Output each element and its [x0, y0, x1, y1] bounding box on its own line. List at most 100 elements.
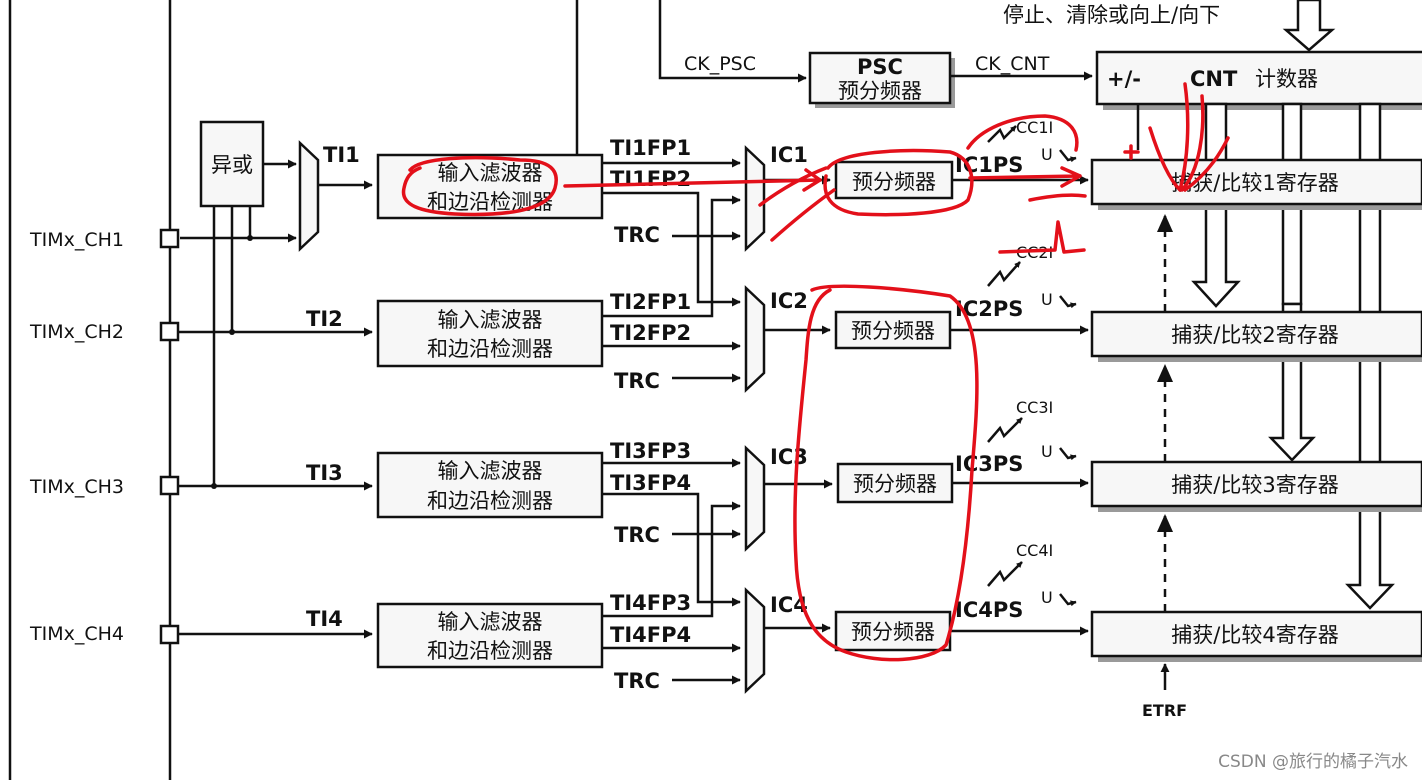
ti4fp3-label: TI4FP3	[610, 591, 691, 615]
prescaler-1: 预分频器	[834, 160, 954, 200]
annotation-big-circle-prescalers	[793, 284, 979, 662]
cc4i-label: CC4I	[1016, 541, 1053, 560]
cc2i-label: CC2I	[1016, 243, 1053, 262]
filter-3: 输入滤波器 和边沿检测器	[376, 451, 604, 519]
ic2-label: IC2	[770, 289, 808, 313]
ti2fp2-label: TI2FP2	[610, 321, 691, 345]
ccr-4: 捕获/比较4寄存器	[1090, 610, 1422, 662]
u1-label: U	[1041, 145, 1053, 164]
cnt-title: CNT	[1190, 67, 1238, 91]
ti2fp1-label: TI2FP1	[610, 290, 691, 314]
filter-2-line1: 输入滤波器	[438, 308, 543, 332]
annotation-circle-prescaler-1	[823, 148, 974, 217]
prescaler-4-label: 预分频器	[851, 620, 935, 644]
filter-1-line2: 和边沿检测器	[427, 190, 553, 214]
ti4fp4-label: TI4FP4	[610, 623, 691, 647]
pin-ch2-label: TIMx_CH2	[29, 321, 124, 343]
ic4ps-label: IC4PS	[955, 598, 1023, 622]
pin-ch2: TIMx_CH2	[29, 321, 180, 343]
prescaler-2: 预分频器	[834, 310, 952, 350]
ccr-1-label: 捕获/比较1寄存器	[1171, 171, 1338, 195]
ti1-label: TI1	[323, 143, 360, 167]
filter-4-line2: 和边沿检测器	[427, 639, 553, 663]
filter-3-line2: 和边沿检测器	[427, 489, 553, 513]
ccr-3: 捕获/比较3寄存器	[1090, 460, 1422, 512]
ti1-select-mux	[298, 140, 320, 252]
ti1fp2-wire	[602, 191, 741, 307]
ic1-label: IC1	[770, 143, 808, 167]
filter-2: 输入滤波器 和边沿检测器	[376, 299, 604, 368]
annotation-plus	[1123, 144, 1140, 160]
ic1-mux	[744, 145, 766, 252]
ck-cnt-label: CK_CNT	[975, 53, 1050, 75]
cnt-sign: +/-	[1107, 67, 1141, 91]
ccr-3-label: 捕获/比较3寄存器	[1171, 473, 1338, 497]
ccr-1: 捕获/比较1寄存器	[1090, 158, 1422, 210]
prescaler-2-label: 预分频器	[851, 319, 935, 343]
trc1-label: TRC	[614, 223, 660, 247]
ck-psc-wire	[658, 0, 807, 83]
u4-label: U	[1041, 588, 1053, 607]
ccr-4-label: 捕获/比较4寄存器	[1171, 623, 1338, 647]
annotation-circle-filter	[401, 155, 558, 217]
pin-ch1: TIMx_CH1	[29, 228, 180, 251]
ic3-label: IC3	[770, 445, 808, 469]
annotation-pulse	[998, 220, 1086, 254]
prescaler-3-label: 预分频器	[853, 472, 937, 496]
psc-sub: 预分频器	[838, 79, 922, 103]
ti4-label: TI4	[306, 607, 343, 631]
ti2fp1-wire	[602, 195, 741, 318]
prescaler-1-label: 预分频器	[852, 170, 936, 194]
u2-label: U	[1041, 290, 1053, 309]
cc1i-label: CC1I	[1016, 118, 1053, 137]
cnt-sub: 计数器	[1255, 67, 1318, 91]
ti3fp4-wire	[602, 492, 741, 607]
ic1ps-label: IC1PS	[955, 153, 1023, 177]
cnt-control-arrow	[1282, 0, 1336, 52]
red-annotations	[401, 82, 1230, 662]
cc3i-label: CC3I	[1016, 398, 1053, 417]
pin-ch3: TIMx_CH3	[29, 475, 180, 498]
watermark: CSDN @旅行的橘子汽水	[1218, 752, 1408, 772]
filter-2-line2: 和边沿检测器	[427, 337, 553, 361]
ccr-2: 捕获/比较2寄存器	[1090, 310, 1422, 362]
ti1fp2-label: TI1FP2	[610, 167, 691, 191]
ic3-mux	[744, 445, 766, 552]
ti2-label: TI2	[306, 307, 343, 331]
prescaler-3: 预分频器	[836, 462, 954, 504]
annotation-arrow-line	[563, 178, 822, 188]
pin-ch1-label: TIMx_CH1	[29, 229, 124, 251]
trc4-label: TRC	[614, 669, 660, 693]
ic3ps-label: IC3PS	[955, 452, 1023, 476]
ck-psc-label: CK_PSC	[684, 53, 756, 75]
psc-box	[808, 51, 952, 105]
annotation-arc-cc1i	[966, 114, 1079, 152]
psc-title: PSC	[857, 55, 903, 79]
ccr-2-label: 捕获/比较2寄存器	[1171, 323, 1338, 347]
annotation-scribble-mux	[758, 166, 836, 242]
trc2-label: TRC	[614, 369, 660, 393]
annotation-strokes-ccr1	[1148, 82, 1230, 192]
cc-flags: CC1I U CC2I U CC3I U CC4I U	[987, 118, 1077, 607]
annotation-arrow-to-ccr1	[968, 166, 1082, 188]
filter-1-line1: 输入滤波器	[438, 161, 543, 185]
ic4-mux	[744, 587, 766, 694]
ti3fp4-label: TI3FP4	[610, 471, 691, 495]
pin-ch4: TIMx_CH4	[29, 623, 180, 645]
cnt-box	[1095, 50, 1422, 106]
trc3-label: TRC	[614, 523, 660, 547]
ti4fp3-wire	[602, 501, 741, 618]
filter-4-line1: 输入滤波器	[438, 610, 543, 634]
annotation-underline	[1028, 193, 1087, 202]
xor-label: 异或	[211, 153, 253, 177]
ti3-label: TI3	[306, 461, 343, 485]
ti3fp3-label: TI3FP3	[610, 439, 691, 463]
filter-4: 输入滤波器 和边沿检测器	[376, 602, 604, 669]
prescaler-4: 预分频器	[834, 610, 952, 652]
etrf-label: ETRF	[1142, 701, 1187, 720]
u3-label: U	[1041, 442, 1053, 461]
pin-ch3-label: TIMx_CH3	[29, 476, 124, 498]
pin-ch4-label: TIMx_CH4	[29, 623, 124, 645]
filter-3-line1: 输入滤波器	[438, 459, 543, 483]
